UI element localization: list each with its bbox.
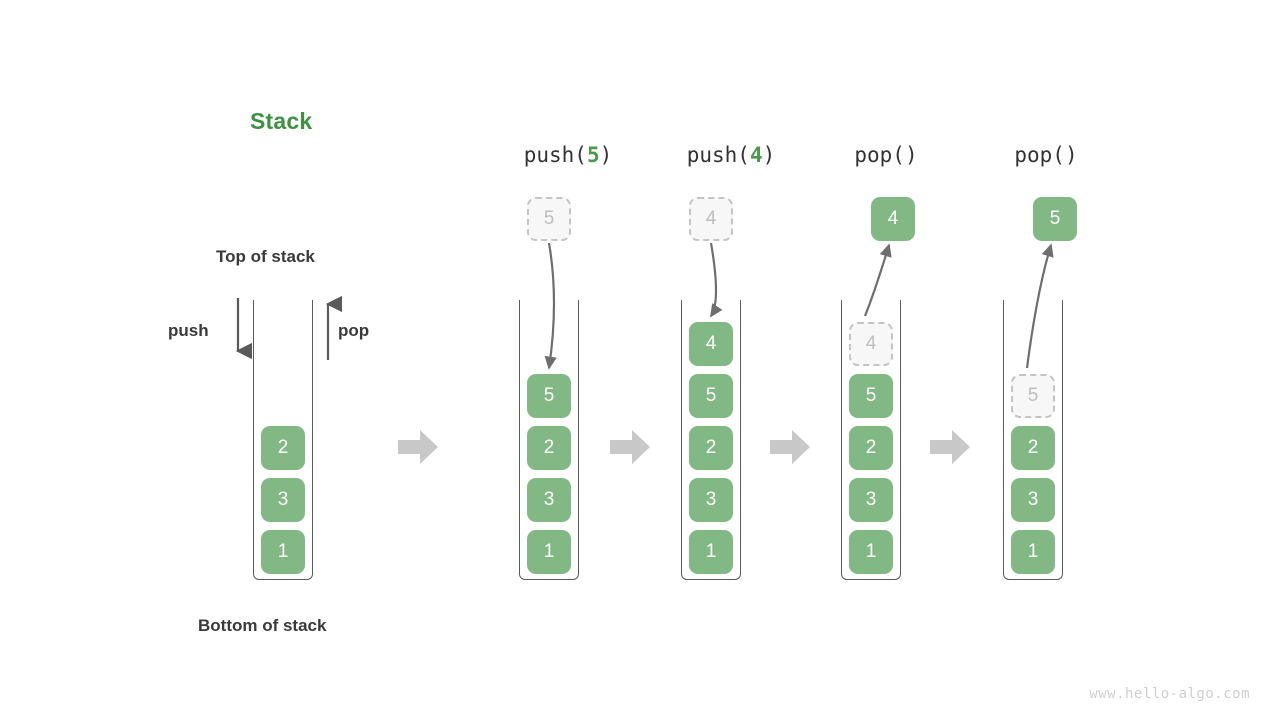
stack-element-push-4: 3 (689, 478, 733, 522)
stack-container-push-5 (519, 300, 579, 580)
stack-element-pop-1: 5 (849, 374, 893, 418)
push-label: push (168, 321, 209, 340)
op-argument: 4 (749, 143, 763, 167)
op-argument: 5 (586, 143, 600, 167)
stack-element-pop-2: 1 (1011, 530, 1055, 574)
initial-stack-container (253, 300, 313, 580)
operation-header-pop-2: pop() (1014, 143, 1077, 167)
stack-element-push-4: 5 (689, 374, 733, 418)
stack-container-pop-1 (841, 300, 901, 580)
stage-separator-2 (610, 430, 650, 464)
stack-element-push-5: 3 (527, 478, 571, 522)
stack-element-push-4: 2 (689, 426, 733, 470)
floating-element-push-5: 5 (527, 197, 571, 241)
op-paren: ) (762, 143, 776, 167)
stack-container-pop-2 (1003, 300, 1063, 580)
stack-element-initial: 2 (261, 426, 305, 470)
watermark: www.hello-algo.com (1089, 686, 1250, 702)
op-paren: ) (599, 143, 613, 167)
floating-element-pop-1: 4 (871, 197, 915, 241)
push-direction-arrow (235, 298, 252, 360)
op-name: push( (686, 143, 750, 167)
stack-element-pop-2: 2 (1011, 426, 1055, 470)
pop-label: pop (338, 321, 370, 340)
op-name: pop( (854, 143, 905, 167)
stack-element-pop-1: 1 (849, 530, 893, 574)
op-name: push( (523, 143, 587, 167)
stack-element-initial: 1 (261, 530, 305, 574)
stack-element-ghost-pop-1: 4 (849, 322, 893, 366)
stack-element-push-5: 2 (527, 426, 571, 470)
top-of-stack-label: Top of stack (216, 247, 315, 266)
stack-element-push-4: 4 (689, 322, 733, 366)
op-name: pop( (1014, 143, 1065, 167)
operation-header-pop-1: pop() (854, 143, 917, 167)
stack-element-push-4: 1 (689, 530, 733, 574)
operation-header-push-5: push(5) (524, 143, 613, 167)
stack-element-pop-2: 3 (1011, 478, 1055, 522)
page-title: Stack (250, 108, 313, 134)
stack-container-push-4 (681, 300, 741, 580)
stack-element-ghost-pop-2: 5 (1011, 374, 1055, 418)
stack-element-push-5: 1 (527, 530, 571, 574)
stack-element-initial: 3 (261, 478, 305, 522)
op-paren: ) (904, 143, 918, 167)
stack-element-pop-1: 3 (849, 478, 893, 522)
floating-element-push-4: 4 (689, 197, 733, 241)
stage-separator-4 (930, 430, 970, 464)
floating-element-pop-2: 5 (1033, 197, 1077, 241)
op-paren: ) (1064, 143, 1078, 167)
stack-element-pop-1: 2 (849, 426, 893, 470)
operation-header-push-4: push(4) (687, 143, 776, 167)
stage-separator-1 (398, 430, 438, 464)
pop-direction-arrow (325, 295, 342, 360)
stage-separator-3 (770, 430, 810, 464)
bottom-of-stack-label: Bottom of stack (198, 616, 327, 635)
stack-element-push-5: 5 (527, 374, 571, 418)
